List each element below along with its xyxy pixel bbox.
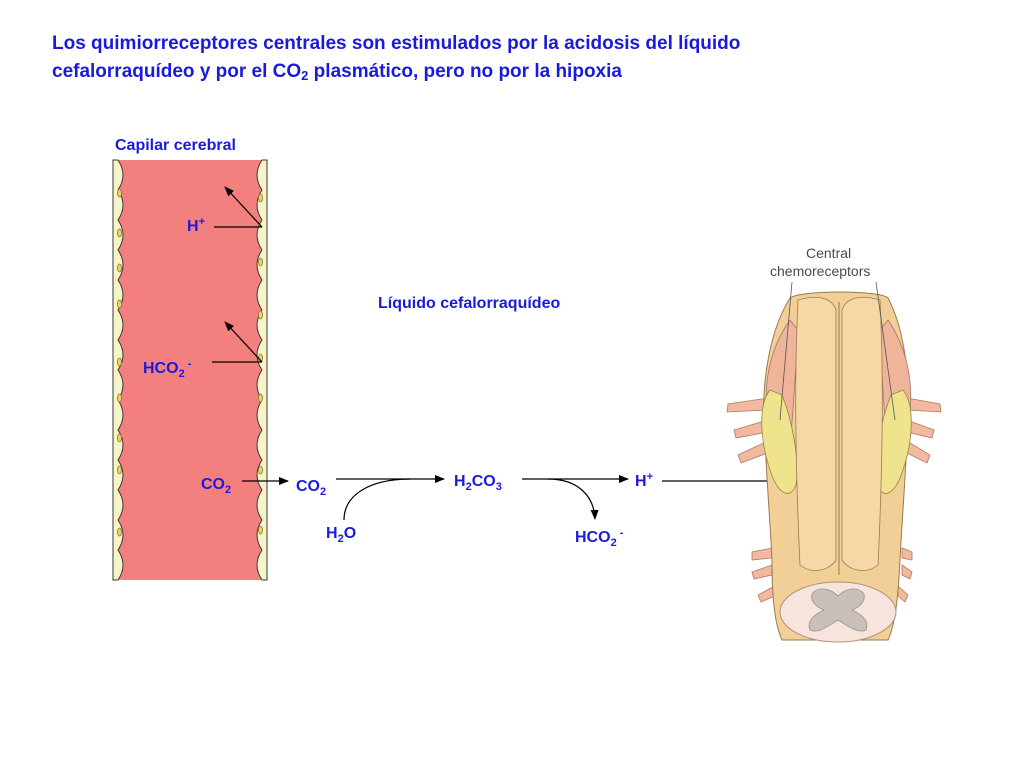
title-line2-b: plasmático, pero no por la hipoxia	[308, 61, 622, 82]
endothelial-nuclei	[117, 188, 263, 537]
h-plus-csf: H+	[635, 471, 653, 490]
co2-capillary: CO2	[201, 476, 231, 496]
central-chemoreceptors-label-line1: Central	[806, 245, 851, 261]
hco2-curve-arrow	[547, 478, 599, 520]
hco2-csf: HCO2 -	[575, 527, 624, 549]
central-chemoreceptors-label-line2: chemoreceptors	[770, 263, 870, 279]
h-plus-capillary: H+	[187, 216, 205, 235]
hco2-capillary: HCO2 -	[143, 358, 192, 380]
hco2-arrow	[224, 321, 263, 363]
chemoreceptor-area-left	[761, 389, 798, 494]
h2co3-label: H2CO3	[454, 473, 502, 493]
title-line1: Los quimiorreceptores centrales son esti…	[52, 33, 741, 54]
title-line2-sub: 2	[301, 68, 309, 83]
h2o-label: H2O	[326, 525, 356, 545]
gray-matter	[808, 588, 868, 632]
h-plus-arrow	[224, 186, 263, 228]
brainstem-illustration: Central chemoreceptors	[726, 245, 942, 643]
reaction-arrows	[212, 186, 778, 521]
csf-label: Líquido cefalorraquídeo	[378, 295, 560, 312]
capillary-label: Capilar cerebral	[115, 137, 236, 154]
co2-csf: CO2	[296, 478, 326, 498]
pyramid-right	[841, 296, 883, 571]
h2o-curve	[343, 478, 411, 521]
title-line2-a: cefalorraquídeo y por el CO	[52, 61, 302, 82]
pyramid-left	[795, 296, 837, 571]
capillary-lumen	[118, 160, 262, 580]
page-title: Los quimiorreceptores centrales son esti…	[52, 30, 952, 86]
